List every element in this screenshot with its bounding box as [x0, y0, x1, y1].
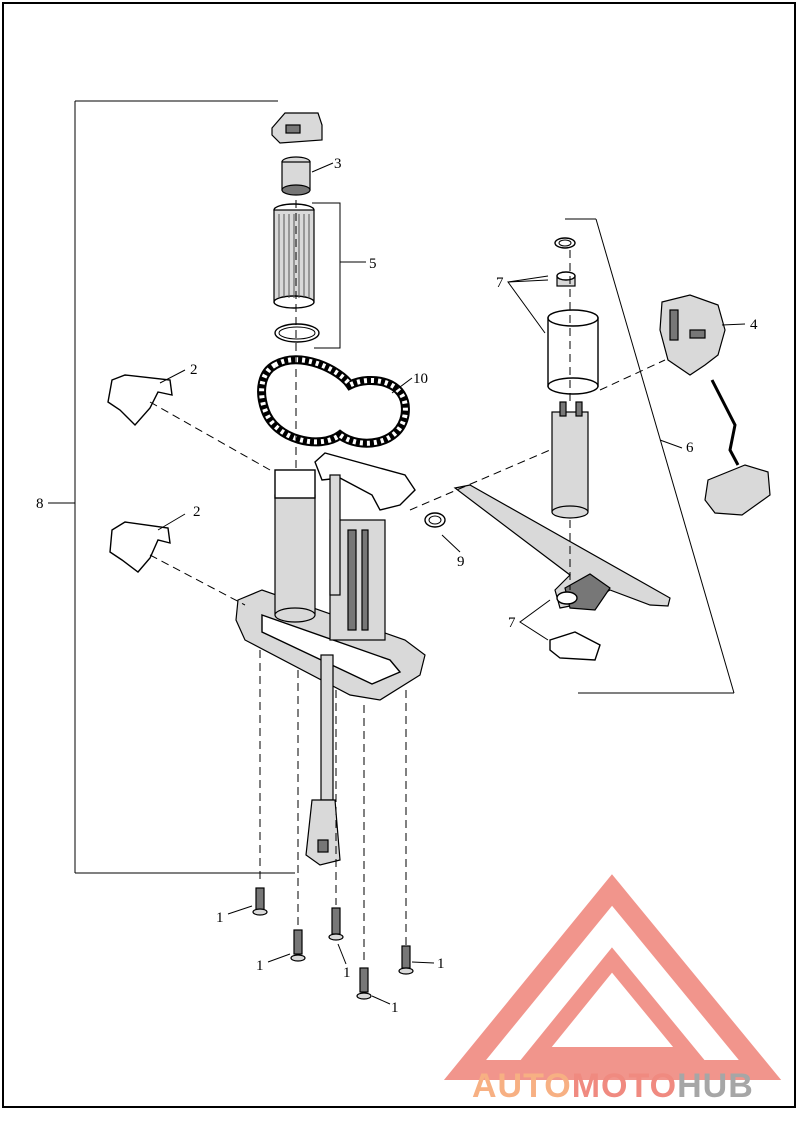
svg-text:AUTOMOTOHUB: AUTOMOTOHUB: [472, 1067, 754, 1105]
callout-4: 4: [750, 317, 758, 333]
callout-1c: 1: [343, 965, 351, 981]
callout-1b: 1: [256, 958, 264, 974]
gasket-part-10: [257, 355, 413, 448]
fuel-level-sender-part-4: [659, 294, 771, 516]
bracket-8: [48, 100, 295, 874]
callout-9: 9: [457, 554, 465, 570]
fuel-strainer: [453, 484, 671, 661]
screw-1a: [227, 887, 268, 916]
diagram-frame: [2, 2, 796, 1108]
callout-2-lower: 2: [193, 504, 201, 520]
callout-2-upper: 2: [190, 362, 198, 378]
bracket-6: [565, 218, 735, 694]
callout-1a: 1: [216, 910, 224, 926]
watermark-logo-text: AUTOMOTOHUB: [472, 1067, 754, 1105]
callout-6: 6: [686, 440, 694, 456]
watermark-auto: AUTO: [472, 1067, 572, 1105]
callout-10: 10: [413, 371, 428, 387]
callout-8: 8: [36, 496, 44, 512]
watermark-hub: HUB: [677, 1067, 754, 1105]
fitting-part-3: [281, 156, 334, 196]
fuel-filter-part-5: [273, 203, 320, 343]
callout-1d: 1: [391, 1000, 399, 1016]
assembly-centerlines: [149, 200, 666, 965]
callout-1e: 1: [437, 956, 445, 972]
callout-5: 5: [369, 256, 377, 272]
screw-1e: [398, 945, 435, 975]
callout-7-upper: 7: [496, 275, 504, 291]
callout-labels: 3 5 7 4 2 10 6 8 2 9 7 1 1 1 1 1: [36, 156, 758, 1016]
pump-module-assembly: [235, 452, 461, 866]
clip-part-2-upper: [107, 369, 186, 427]
part-7-upper-components: [507, 237, 599, 519]
watermark-moto: MOTO: [572, 1067, 677, 1105]
bracket-5: [312, 202, 366, 349]
clip-part-2-lower: [109, 513, 186, 573]
filter-top-cap: [271, 112, 323, 144]
callout-3: 3: [334, 156, 342, 172]
screw-1d: [356, 967, 391, 1005]
callout-7-lower: 7: [508, 615, 516, 631]
screw-1c: [328, 907, 347, 965]
screw-1b: [267, 929, 306, 963]
watermark-logo-mark: [443, 874, 782, 1080]
